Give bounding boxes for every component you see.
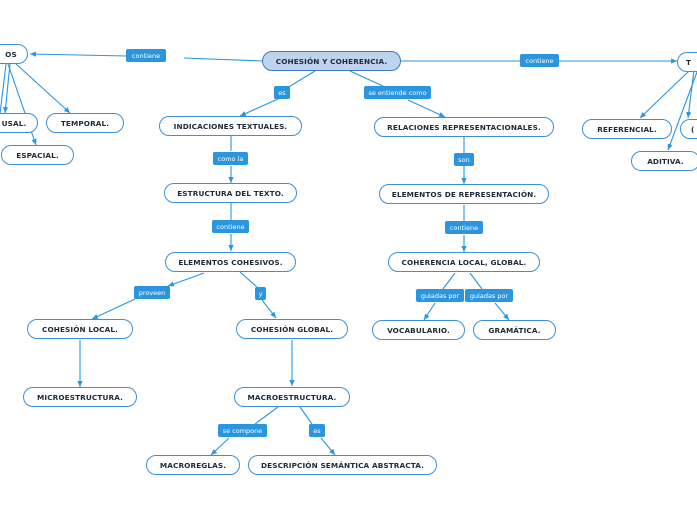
label-y[interactable]: y xyxy=(255,287,266,300)
node-estructura-texto[interactable]: ESTRUCTURA DEL TEXTO. xyxy=(164,183,297,203)
link-root-se-entiende xyxy=(349,70,386,88)
node-elementos-cohesivos[interactable]: ELEMENTOS COHESIVOS. xyxy=(165,252,296,272)
node-descripcion-semantica[interactable]: DESCRIPCIÓN SEMÁNTICA ABSTRACTA. xyxy=(248,455,437,475)
node-left-top[interactable]: OS xyxy=(0,44,28,64)
link-macro-compone xyxy=(254,406,279,425)
link-right-aditiva xyxy=(667,71,697,151)
link-es-indicaciones xyxy=(239,98,279,117)
link-left-causal xyxy=(0,63,7,115)
label-son[interactable]: son xyxy=(454,153,474,166)
node-microestructura[interactable]: MICROESTRUCTURA. xyxy=(23,387,137,407)
link-contiene-left-target xyxy=(29,51,128,57)
link-coherencia-guiadas1 xyxy=(442,272,456,290)
link-root-es xyxy=(286,70,316,89)
node-right-top[interactable]: T xyxy=(677,52,697,72)
link-right-cut xyxy=(686,69,695,119)
label-contiene-left[interactable]: contiene xyxy=(126,49,166,62)
label-se-compone[interactable]: se compone xyxy=(218,424,267,437)
node-macroestructura[interactable]: MACROESTRUCTURA. xyxy=(234,387,350,407)
node-causal[interactable]: USAL. xyxy=(0,113,38,133)
label-proveen[interactable]: proveen xyxy=(134,286,170,299)
label-guiadas-por-1[interactable]: guiadas por xyxy=(416,289,464,302)
link-elementos-proveen xyxy=(167,272,205,287)
link-root-contiene-left xyxy=(183,57,264,62)
link-coherencia-guiadas2 xyxy=(469,272,483,290)
label-es[interactable]: es xyxy=(274,86,290,99)
label-se-entiende-como[interactable]: se entiende como xyxy=(364,86,431,99)
node-cohesion-local[interactable]: COHESIÓN LOCAL. xyxy=(27,319,133,339)
node-indicaciones-textuales[interactable]: INDICACIONES TEXTUALES. xyxy=(159,116,302,136)
link-compone-macroreglas xyxy=(210,437,230,456)
node-vocabulario[interactable]: VOCABULARIO. xyxy=(372,320,465,340)
link-elementos-y xyxy=(239,271,259,289)
node-relaciones-representacionales[interactable]: RELACIONES REPRESENTACIONALES. xyxy=(374,117,554,137)
label-es-2[interactable]: es xyxy=(309,424,325,437)
node-aditiva[interactable]: ADITIVA. xyxy=(631,151,697,171)
link-guiadas2-gramatica xyxy=(494,302,510,321)
link-guiadas1-vocabulario xyxy=(423,302,436,321)
link-proveen-local xyxy=(91,298,136,320)
label-como-la[interactable]: como la xyxy=(213,152,248,165)
node-macroreglas[interactable]: MACROREGLAS. xyxy=(146,455,240,475)
link-macro-es xyxy=(299,406,313,425)
link-right-referencial xyxy=(639,69,691,119)
node-cohesion-coherencia[interactable]: COHESIÓN Y COHERENCIA. xyxy=(262,51,401,71)
link-es-descripcion xyxy=(320,437,336,456)
node-cohesion-global[interactable]: COHESIÓN GLOBAL. xyxy=(236,319,348,339)
node-coherencia-local-global[interactable]: COHERENCIA LOCAL, GLOBAL. xyxy=(388,252,540,272)
link-left-causal-2 xyxy=(2,63,11,114)
label-guiadas-por-2[interactable]: guiadas por xyxy=(465,289,513,302)
label-contiene-right[interactable]: contiene xyxy=(520,54,559,67)
node-right-cut[interactable]: ( xyxy=(680,119,697,139)
node-espacial[interactable]: ESPACIAL. xyxy=(1,145,74,165)
link-y-global xyxy=(261,299,277,319)
label-contiene-estructura[interactable]: contiene xyxy=(212,220,249,233)
label-contiene-representacion[interactable]: contiene xyxy=(445,221,483,234)
link-left-temporal xyxy=(14,62,71,114)
link-se-entiende-relaciones xyxy=(407,99,446,118)
node-referencial[interactable]: REFERENCIAL. xyxy=(582,119,672,139)
node-gramatica[interactable]: GRAMÁTICA. xyxy=(473,320,556,340)
node-temporal[interactable]: TEMPORAL. xyxy=(46,113,124,133)
node-elementos-representacion[interactable]: ELEMENTOS DE REPRESENTACIÓN. xyxy=(379,184,549,204)
